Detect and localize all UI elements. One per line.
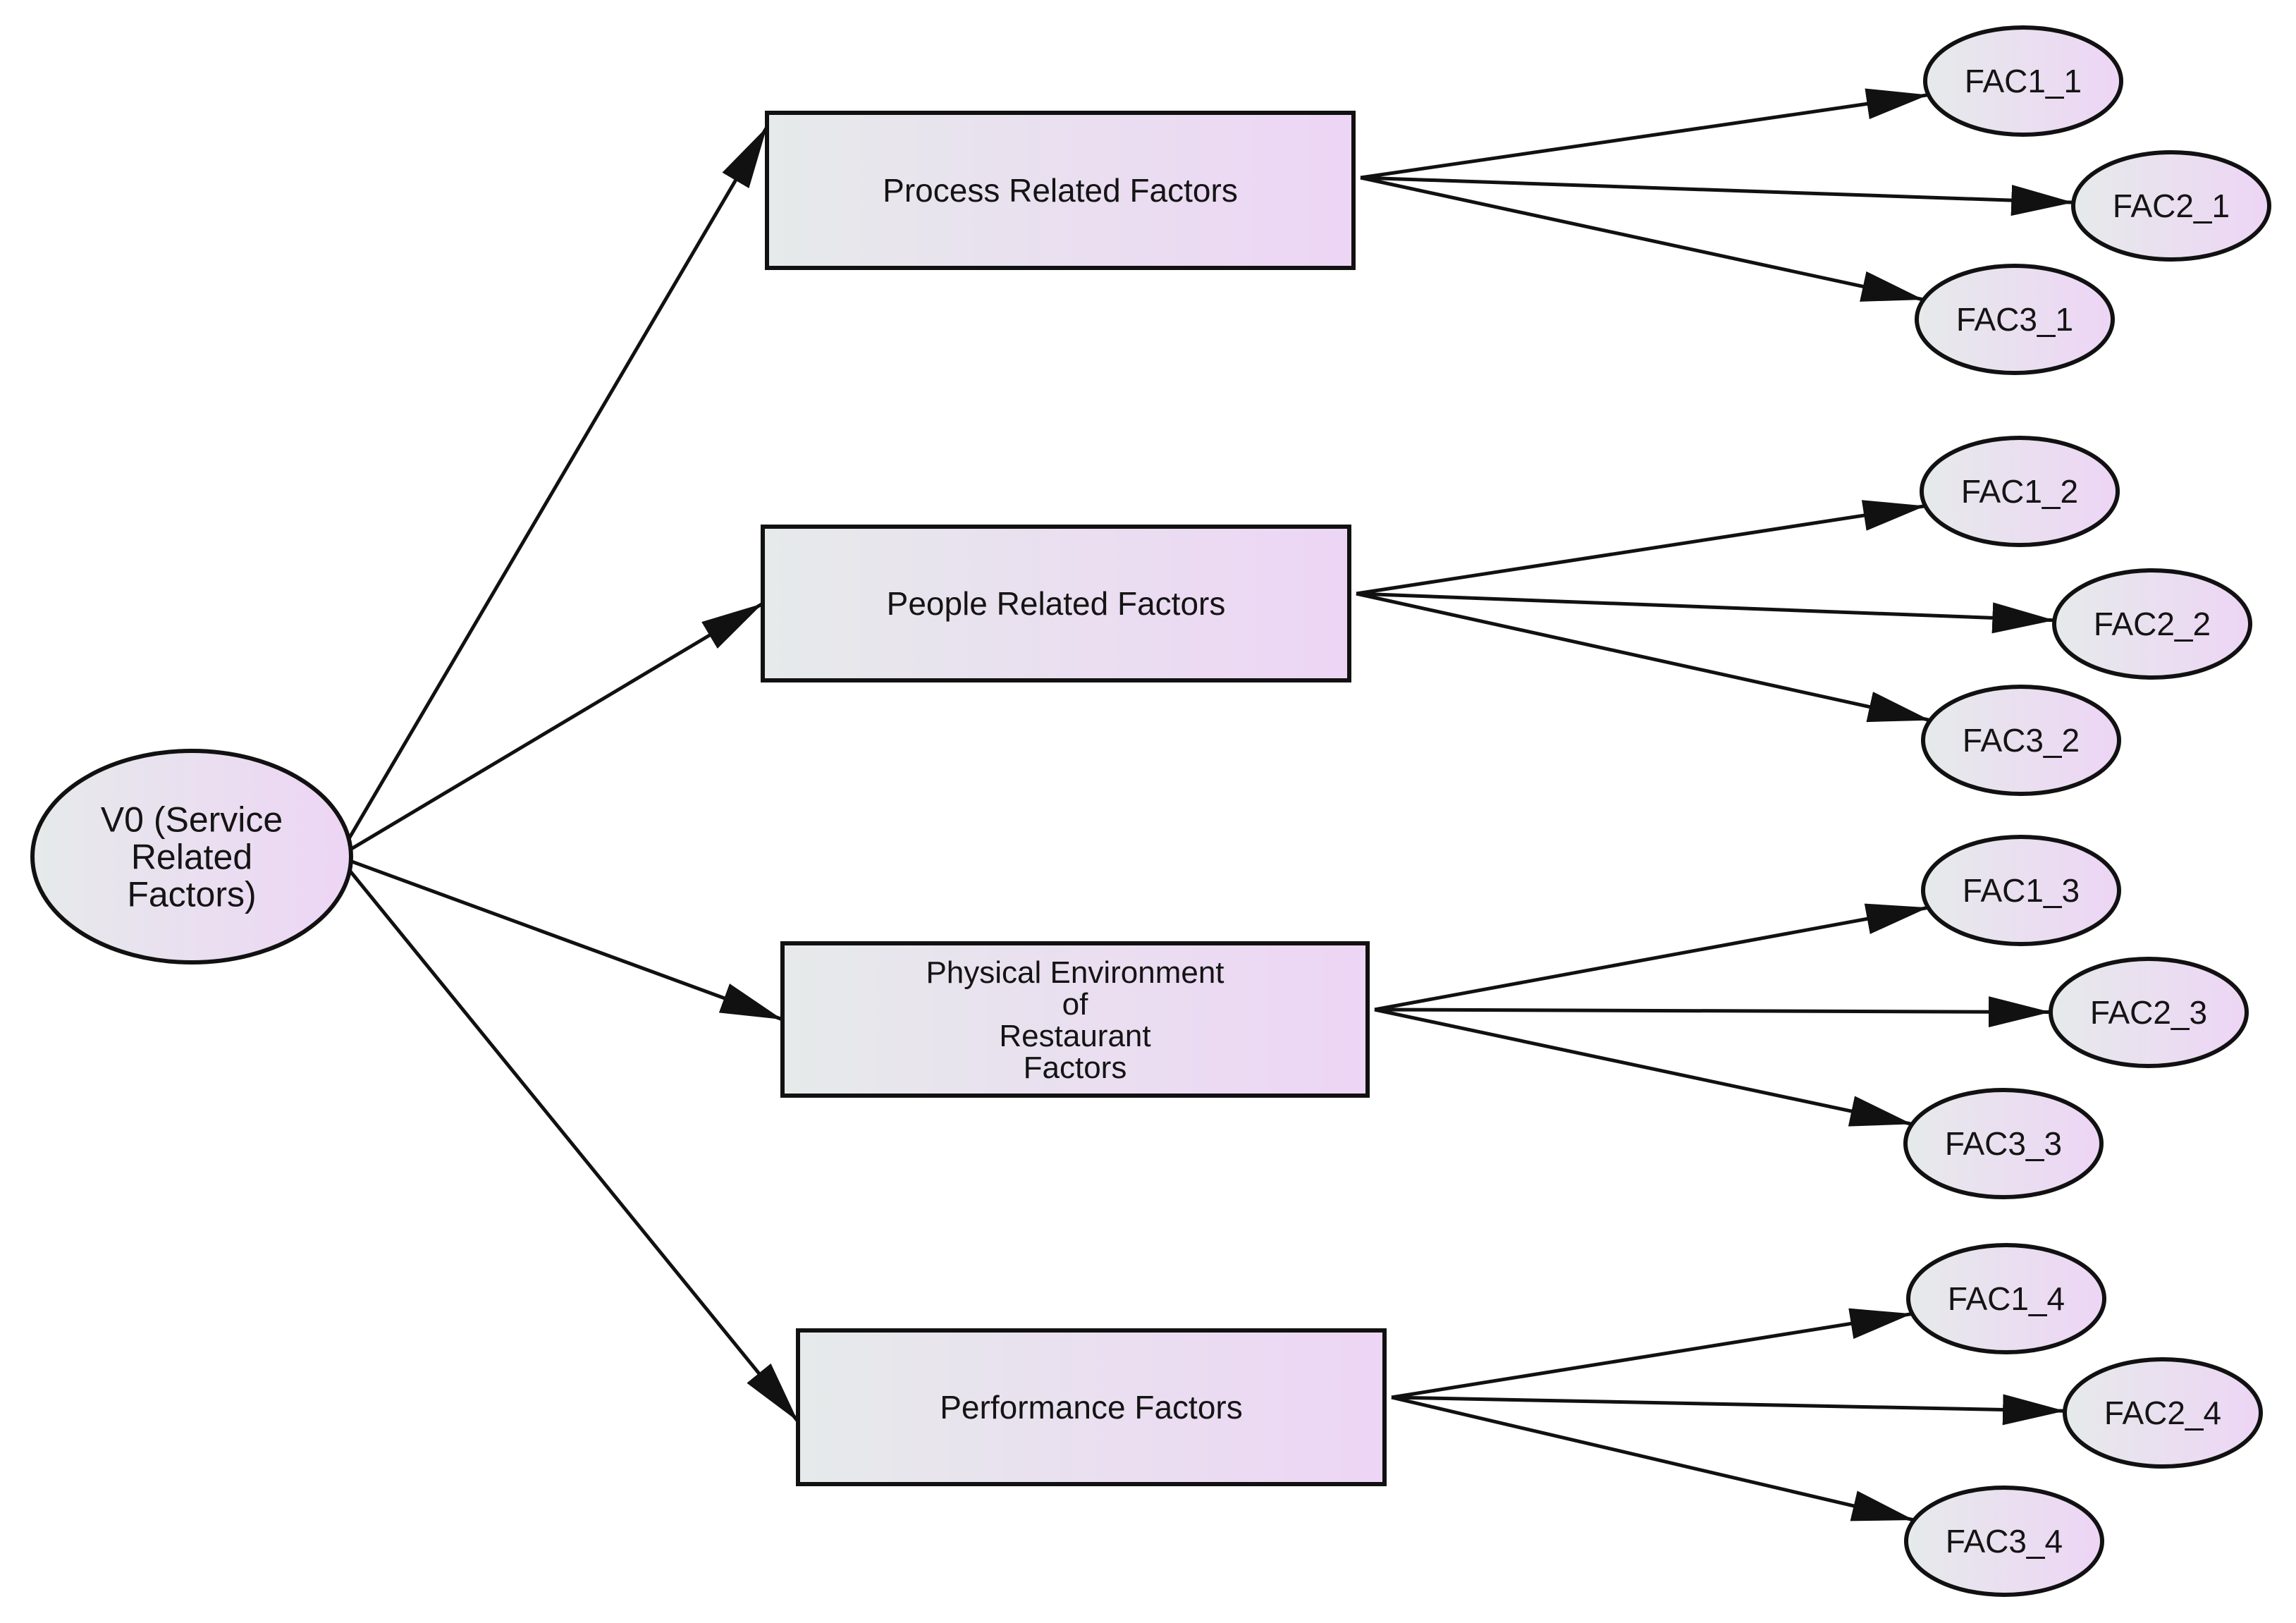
indicator-node-fac1_3: FAC1_3 xyxy=(1921,835,2121,946)
indicator-shape-fac2_4 xyxy=(2063,1357,2263,1469)
indicator-label-fac2_4: FAC2_4 xyxy=(2104,1395,2221,1431)
indicator-label-fac1_4: FAC1_4 xyxy=(1948,1280,2065,1317)
edge-physical-to-fac1_3 xyxy=(1374,903,1929,1012)
indicator-shape-fac3_2 xyxy=(1921,685,2121,796)
factor-node-performance: Performance Factors xyxy=(796,1328,1387,1486)
indicator-shape-fac3_3 xyxy=(1903,1088,2104,1199)
indicator-shape-fac3_1 xyxy=(1915,264,2115,375)
root-node-shape xyxy=(30,749,353,964)
factor-box-people xyxy=(761,525,1351,682)
edge-people-to-fac2_2 xyxy=(1356,592,2055,634)
indicator-shape-fac1_1 xyxy=(1923,25,2123,137)
indicator-node-fac2_2: FAC2_2 xyxy=(2052,568,2252,680)
indicator-node-fac1_4: FAC1_4 xyxy=(1906,1243,2106,1354)
edge-process-to-fac2_1 xyxy=(1360,176,2074,216)
indicator-node-fac1_1: FAC1_1 xyxy=(1923,25,2123,137)
factor-node-process: Process Related Factors xyxy=(765,111,1356,270)
indicator-label-fac3_1: FAC3_1 xyxy=(1956,301,2073,338)
edge-root-to-people xyxy=(337,601,764,859)
factor-node-people: People Related Factors xyxy=(761,525,1351,682)
indicator-shape-fac1_4 xyxy=(1906,1243,2106,1354)
indicator-label-fac2_1: FAC2_1 xyxy=(2113,188,2230,224)
indicator-label-fac2_3: FAC2_3 xyxy=(2090,994,2207,1031)
indicator-shape-fac3_4 xyxy=(1904,1486,2104,1597)
factor-box-process xyxy=(765,111,1356,270)
factor-label-people: People Related Factors xyxy=(887,585,1226,622)
indicator-node-fac1_2: FAC1_2 xyxy=(1920,436,2120,547)
indicator-label-fac1_2: FAC1_2 xyxy=(1961,473,2078,510)
indicator-shape-fac1_3 xyxy=(1921,835,2121,946)
indicator-label-fac1_3: FAC1_3 xyxy=(1963,872,2080,909)
edge-performance-to-fac3_4 xyxy=(1391,1395,1915,1522)
indicator-label-fac3_4: FAC3_4 xyxy=(1946,1523,2063,1560)
edge-performance-to-fac2_4 xyxy=(1391,1394,2065,1426)
edge-physical-to-fac2_3 xyxy=(1374,996,2051,1028)
indicator-label-fac1_1: FAC1_1 xyxy=(1965,63,2082,99)
indicator-label-fac3_3: FAC3_3 xyxy=(1945,1125,2062,1162)
indicator-node-fac3_4: FAC3_4 xyxy=(1904,1486,2104,1597)
indicator-node-fac2_4: FAC2_4 xyxy=(2063,1357,2263,1469)
edge-people-to-fac3_2 xyxy=(1356,592,1931,723)
edge-process-to-fac3_1 xyxy=(1360,176,1924,302)
edge-physical-to-fac3_3 xyxy=(1374,1008,1913,1127)
indicator-shape-fac1_2 xyxy=(1920,436,2120,547)
indicator-node-fac3_1: FAC3_1 xyxy=(1915,264,2115,375)
edge-root-to-process xyxy=(336,125,769,858)
edge-root-to-performance xyxy=(337,855,799,1423)
factor-label-process: Process Related Factors xyxy=(883,172,1238,209)
edge-performance-to-fac1_4 xyxy=(1391,1308,1913,1400)
indicator-node-fac3_2: FAC3_2 xyxy=(1921,685,2121,796)
indicator-node-fac3_3: FAC3_3 xyxy=(1903,1088,2104,1199)
indicator-shape-fac2_1 xyxy=(2071,150,2271,262)
indicator-node-fac2_1: FAC2_1 xyxy=(2071,150,2271,262)
factor-label-performance: Performance Factors xyxy=(940,1389,1242,1426)
edge-people-to-fac1_2 xyxy=(1356,500,1926,596)
factor-box-physical xyxy=(780,941,1370,1098)
indicator-shape-fac2_3 xyxy=(2049,957,2249,1068)
edge-process-to-fac1_1 xyxy=(1360,88,1929,180)
indicator-label-fac3_2: FAC3_2 xyxy=(1963,722,2080,759)
edge-root-to-physical xyxy=(338,855,783,1022)
indicator-node-fac2_3: FAC2_3 xyxy=(2049,957,2249,1068)
indicator-label-fac2_2: FAC2_2 xyxy=(2094,606,2211,642)
indicator-shape-fac2_2 xyxy=(2052,568,2252,680)
factor-box-performance xyxy=(796,1328,1387,1486)
edges xyxy=(336,88,2074,1522)
